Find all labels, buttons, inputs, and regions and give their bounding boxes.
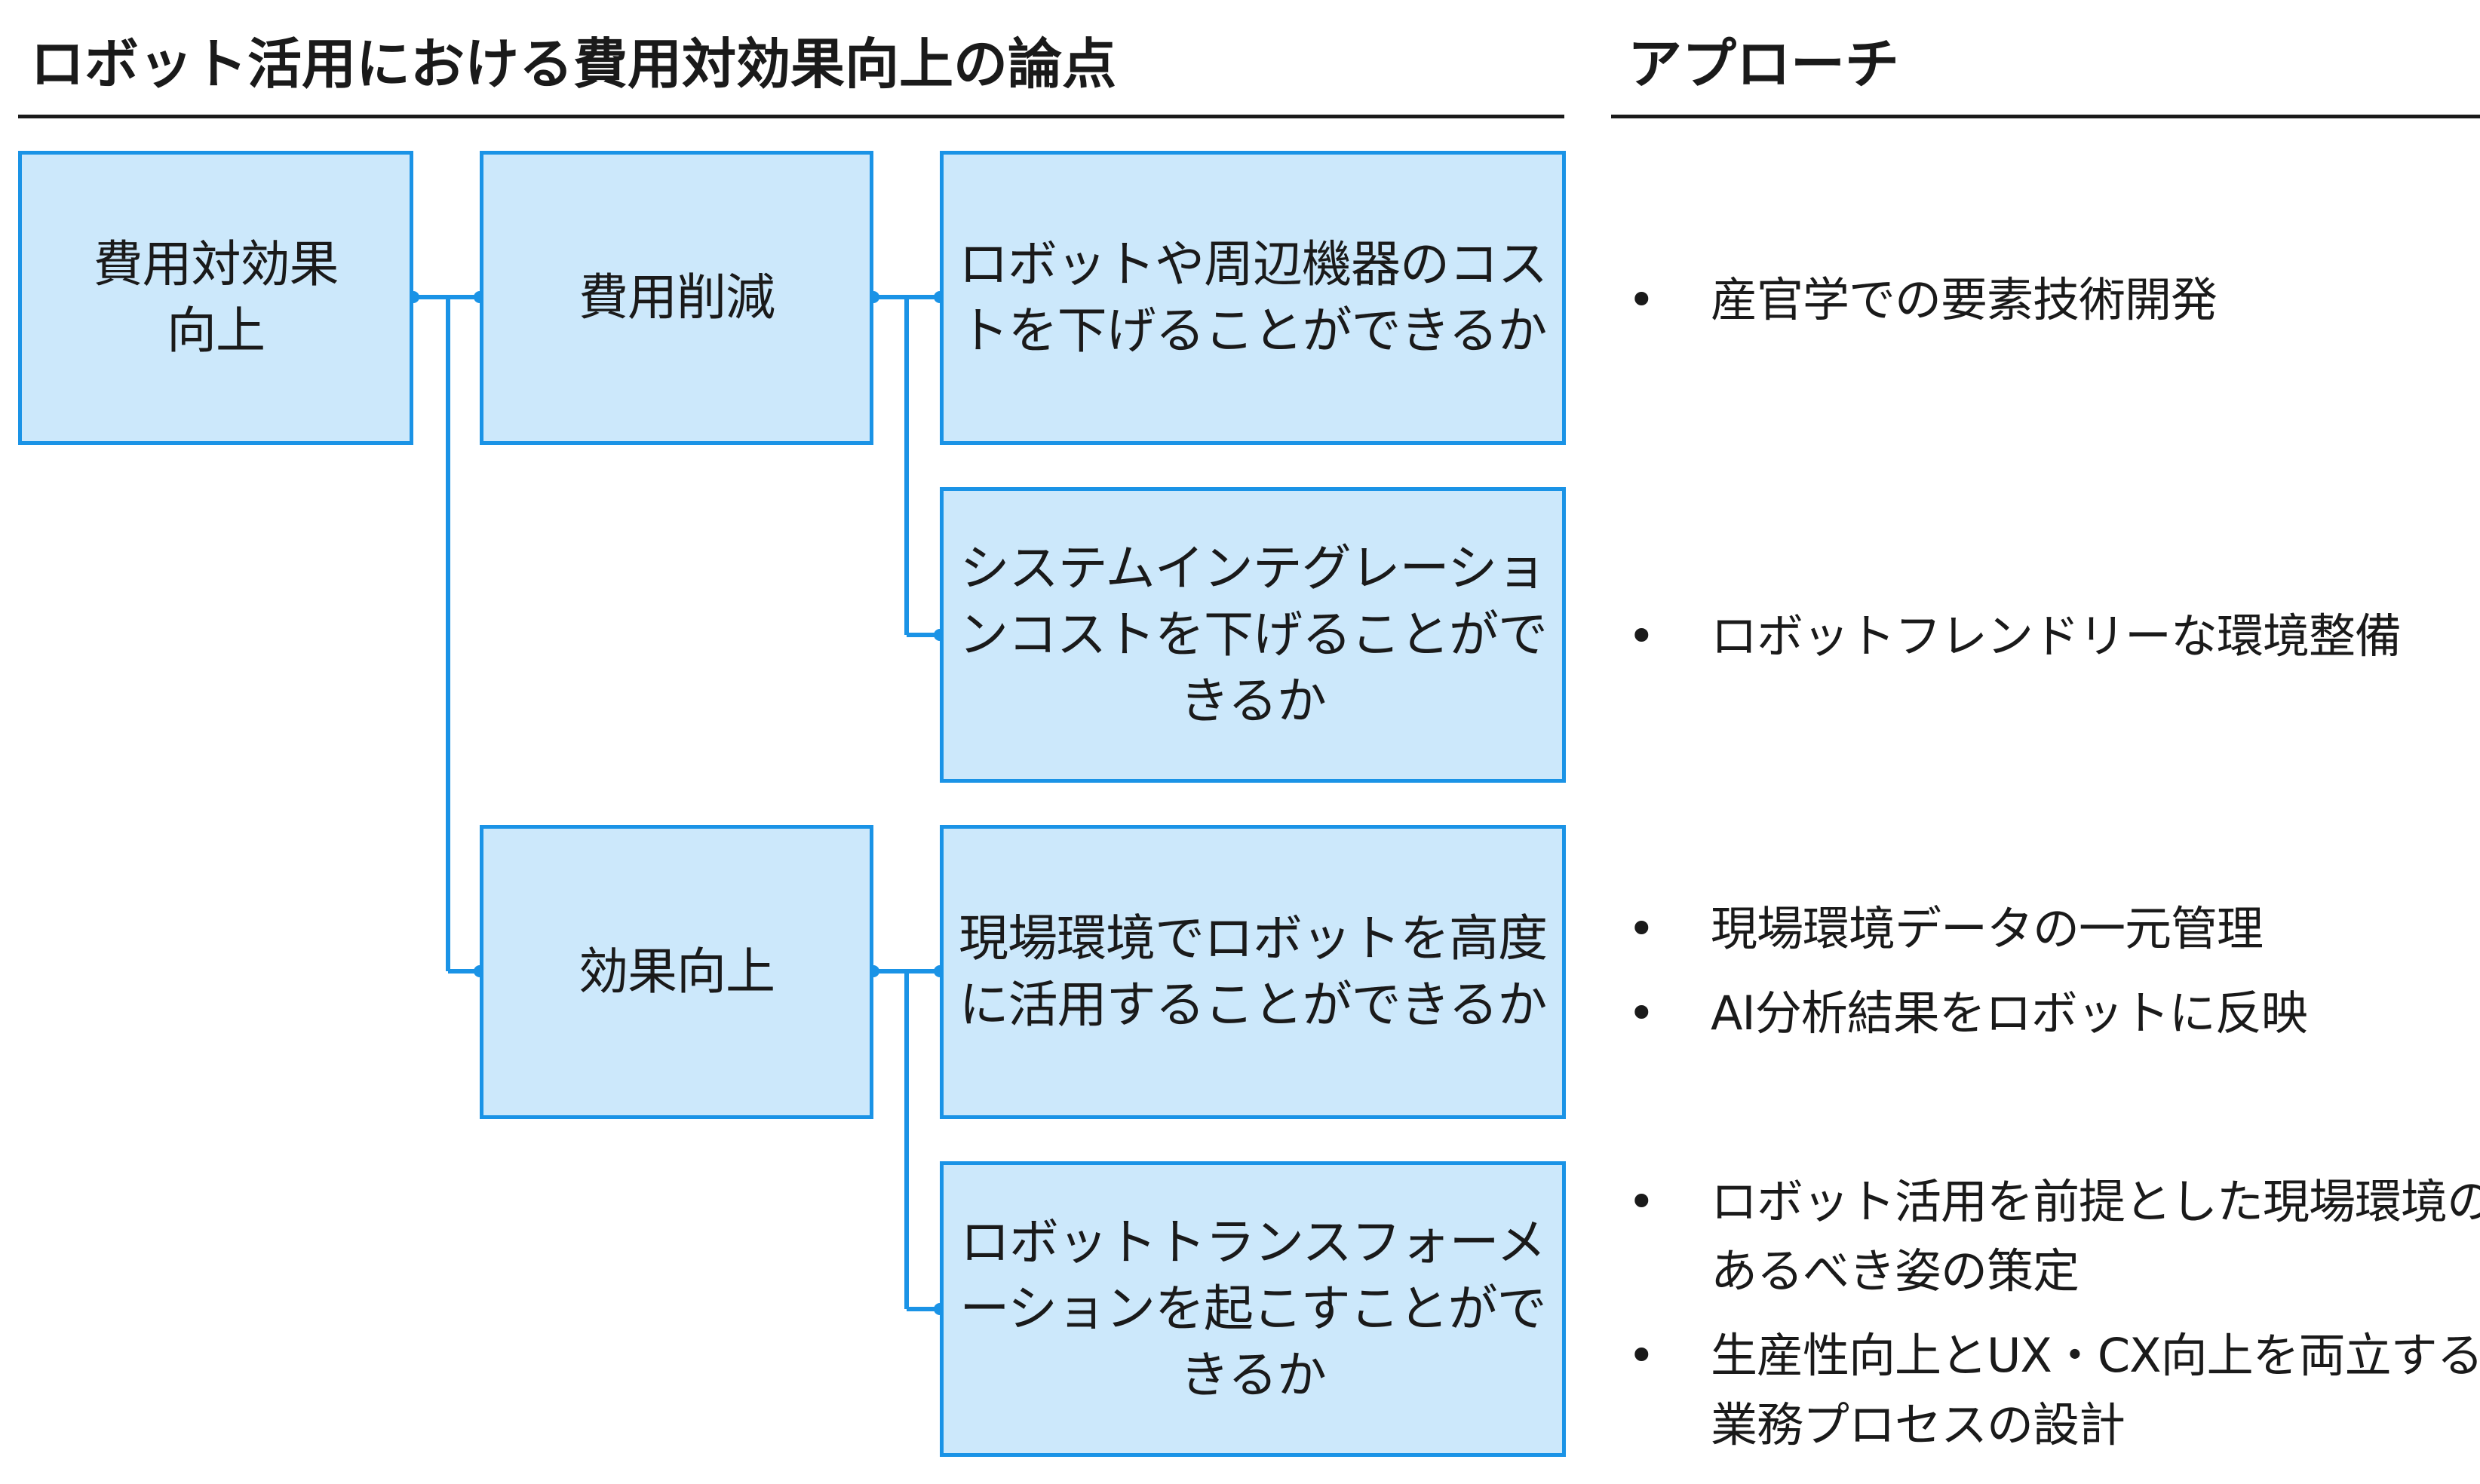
issues-heading: ロボット活用における費用対効果向上の論点: [30, 32, 1117, 96]
approach-bullet: • ロボット活用を前提とした現場環境のあるべき姿の策定: [1622, 1167, 2480, 1306]
approach-heading: アプローチ: [1628, 32, 1900, 96]
leaf-box-2: システムインテグレーションコストを下げることができるか: [940, 487, 1566, 783]
approach-group-3: • 現場環境データの一元管理 • AI分析結果をロボットに反映: [1622, 894, 2480, 1063]
leaf-label-1: ロボットや周辺機器のコストを下げることができるか: [959, 235, 1548, 360]
leaf-label-2: システムインテグレーションコストを下げることができるか: [959, 539, 1548, 730]
approach-text: ロボット活用を前提とした現場環境のあるべき姿の策定: [1711, 1174, 2480, 1298]
issues-heading-rule: [18, 115, 1564, 118]
approach-text: 生産性向上とUX・CX向上を両立する業務プロセスの設計: [1711, 1328, 2480, 1452]
effect-improvement-box: 効果向上: [480, 825, 873, 1119]
approach-group-2: • ロボットフレンドリーな環境整備: [1622, 602, 2480, 686]
leaf-box-3: 現場環境でロボットを高度に活用することができるか: [940, 825, 1566, 1119]
leaf-label-4: ロボットトランスフォーメーションを起こすことができるか: [959, 1213, 1546, 1404]
approach-bullet: • 現場環境データの一元管理: [1622, 894, 2480, 964]
bullet-icon: •: [1628, 609, 1656, 664]
approach-bullet: • AI分析結果をロボットに反映: [1622, 979, 2480, 1048]
cost-reduction-box: 費用削減: [480, 151, 873, 445]
approach-text: 産官学での要素技術開発: [1711, 272, 2218, 327]
approach-group-4: • ロボット活用を前提とした現場環境のあるべき姿の策定 • 生産性向上とUX・C…: [1622, 1167, 2480, 1475]
cost-reduction-label: 費用削減: [579, 268, 775, 327]
approach-text: 現場環境データの一元管理: [1711, 901, 2264, 956]
leaf-box-4: ロボットトランスフォーメーションを起こすことができるか: [940, 1161, 1566, 1457]
approach-bullet: • 産官学での要素技術開発: [1622, 265, 2480, 335]
bullet-icon: •: [1628, 1328, 1656, 1383]
approach-bullet: • 生産性向上とUX・CX向上を両立する業務プロセスの設計: [1622, 1321, 2480, 1460]
root-box: 費用対効果 向上: [18, 151, 413, 445]
bullet-icon: •: [1628, 901, 1656, 956]
effect-improvement-label: 効果向上: [579, 943, 775, 1001]
leaf-box-1: ロボットや周辺機器のコストを下げることができるか: [940, 151, 1566, 445]
bullet-icon: •: [1628, 986, 1656, 1041]
approach-heading-rule: [1611, 115, 2480, 118]
approach-bullet: • ロボットフレンドリーな環境整備: [1622, 602, 2480, 671]
bullet-icon: •: [1628, 272, 1656, 327]
approach-text: AI分析結果をロボットに反映: [1711, 986, 2308, 1041]
approach-text: ロボットフレンドリーな環境整備: [1711, 609, 2402, 664]
leaf-label-3: 現場環境でロボットを高度に活用することができるか: [959, 909, 1548, 1034]
approach-group-1: • 産官学での要素技術開発: [1622, 265, 2480, 350]
bullet-icon: •: [1628, 1174, 1656, 1229]
